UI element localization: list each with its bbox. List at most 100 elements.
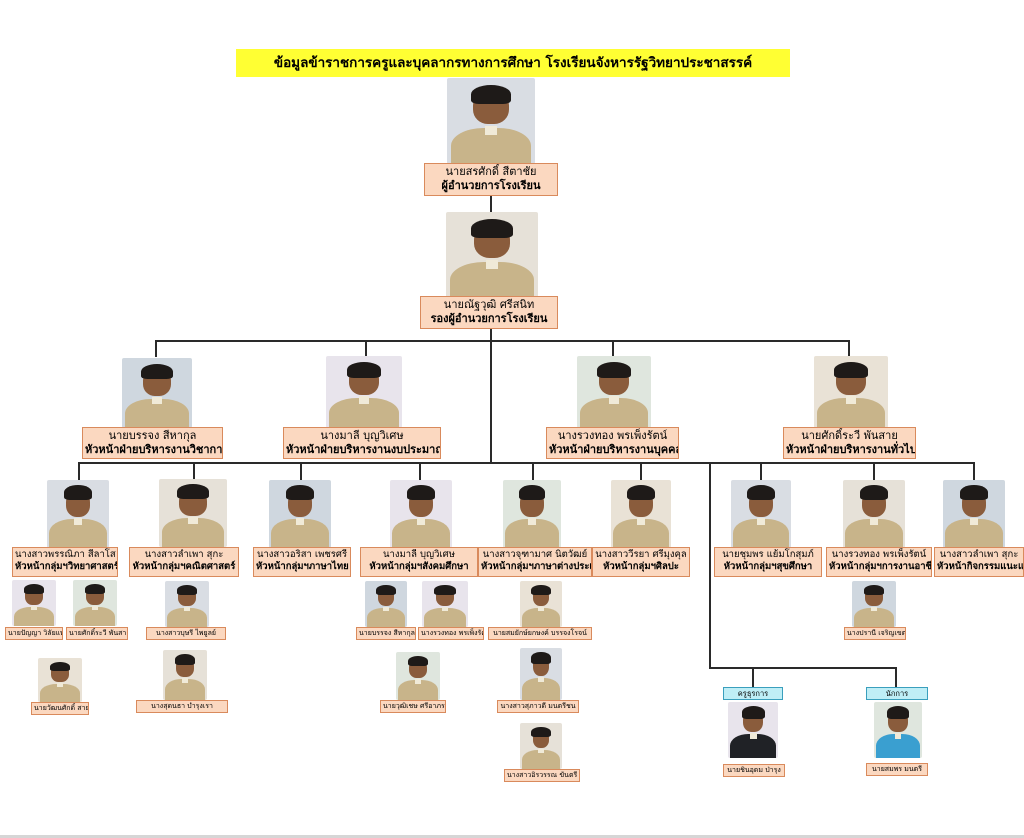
group-name: นางสาวลำเพา สุกะ — [144, 549, 224, 560]
group-role: หัวหน้ากลุ่มฯวิทยาศาสตร์ — [15, 561, 118, 572]
hair — [863, 584, 885, 595]
connector-line — [760, 462, 762, 480]
hair — [177, 484, 209, 500]
hair — [285, 485, 315, 501]
hair — [407, 655, 429, 667]
collar — [358, 396, 370, 404]
head-name: นางรวงทอง พรเพ็งรัตน์ — [557, 429, 668, 442]
member-label: นางรวงทอง พรเพ็งรัตน์ — [418, 627, 484, 640]
deputy-role: รองผู้อำนวยการโรงเรียน — [430, 312, 548, 325]
group-photo-arts — [611, 480, 671, 548]
group-role: หัวหน้ากลุ่มฯคณิตศาสตร์ — [132, 561, 236, 572]
collar — [56, 682, 64, 688]
bottom-rule — [0, 835, 1024, 838]
group-role: หัวหน้ากลุ่มฯสุขศึกษา — [723, 561, 813, 572]
head-role: หัวหน้าฝ่ายบริหารงานบุคคล — [549, 443, 679, 456]
deputy-label: นายณัฐวุฒิ ศรีสนิท รองผู้อำนวยการโรงเรีย… — [420, 296, 558, 329]
member-photo — [73, 580, 117, 626]
uniform — [521, 749, 561, 769]
collar — [416, 518, 426, 525]
collar — [152, 397, 162, 405]
director-photo — [447, 78, 535, 164]
head-name: นายบรรจง สีหากุล — [108, 429, 197, 442]
member-photo — [38, 658, 82, 702]
hair — [406, 485, 436, 501]
member-photo — [12, 580, 56, 626]
group-name: นางสาวอริสา เพชรศรี — [256, 549, 348, 560]
deputy-photo — [446, 212, 538, 298]
uniform — [13, 606, 55, 626]
member-label: นายวัฒนศักดิ์ สายคำ — [31, 702, 89, 715]
connector-line — [365, 340, 367, 357]
connector-line — [155, 340, 157, 357]
member-photo — [874, 702, 922, 758]
chart-title: ข้อมูลข้าราชการครูและบุคลากรทางการศึกษา … — [236, 49, 790, 77]
group-name: นางสาวจุฑามาศ นิตวัฒย์ — [482, 549, 588, 560]
hair — [434, 584, 456, 595]
member-label: นางสาวอิรวรรณ ขันตรี — [504, 769, 580, 782]
member-label: นายบรรจง สีหากุล — [356, 627, 416, 640]
collar — [869, 518, 879, 525]
head-label-budget: นางมาลี บุญวิเศษ หัวหน้าฝ่ายบริหารงานงบป… — [283, 427, 441, 459]
member-label: นางสาวบุษรี ไพยูลย์ — [146, 627, 226, 640]
group-role: หัวหน้ากลุ่มฯภาษาไทย — [256, 561, 349, 572]
hair — [176, 584, 198, 595]
head-role: หัวหน้าฝ่ายบริหารงานงบประมาณ — [286, 443, 441, 456]
uniform — [521, 678, 561, 700]
connector-line — [532, 462, 534, 480]
member-label: นายศักดิ์ระวี พันสาย — [66, 627, 128, 640]
connector-line — [612, 340, 614, 357]
member-photo — [520, 648, 562, 700]
hair — [49, 661, 71, 672]
collar — [91, 605, 99, 611]
hair — [376, 584, 396, 595]
hair — [741, 706, 765, 719]
collar — [538, 748, 544, 754]
group-label-career: นางรวงทอง พรเพ็งรัตน์ หัวหน้ากลุ่มฯการงา… — [826, 547, 932, 577]
connector-line — [752, 667, 754, 687]
uniform — [39, 683, 81, 702]
collar — [414, 678, 422, 684]
collar — [608, 396, 620, 404]
uniform — [74, 606, 116, 626]
uniform — [166, 607, 208, 627]
group-role: หัวหน้ากิจกรรมแนะแนว — [937, 561, 1024, 572]
member-photo — [520, 723, 562, 769]
group-name: นางสาวพรรณิภา สีลาโส — [15, 549, 116, 560]
member-photo — [422, 581, 468, 627]
collar — [538, 606, 544, 612]
connector-line — [78, 462, 80, 480]
uniform — [875, 734, 921, 758]
collar — [749, 733, 757, 739]
member-label: นายสมพร มนตรี — [866, 763, 928, 776]
connector-line — [193, 462, 195, 480]
collar — [188, 517, 198, 524]
connector-line — [848, 340, 850, 357]
collar — [845, 396, 857, 404]
collar — [538, 677, 544, 683]
group-photo-math — [159, 479, 227, 547]
group-label-guidance: นางสาวลำเพา สุกะ หัวหน้ากิจกรรมแนะแนว — [934, 547, 1024, 577]
head-role: หัวหน้าฝ่ายบริหารงานวิชาการ — [85, 443, 223, 456]
director-label: นายสรศักดิ์ สีตาชัย ผู้อำนวยการโรงเรียน — [424, 163, 558, 196]
member-photo — [520, 581, 562, 627]
head-label-general: นายศักดิ์ระวี พันสาย หัวหน้าฝ่ายบริหารงา… — [783, 427, 916, 459]
head-label-personnel: นางรวงทอง พรเพ็งรัตน์ หัวหน้าฝ่ายบริหารง… — [546, 427, 679, 459]
hair — [531, 652, 551, 664]
hair — [747, 485, 775, 501]
group-name: นางรวงทอง พรเพ็งรัตน์ — [831, 549, 927, 560]
head-photo-budget — [326, 356, 402, 428]
connector-line — [873, 462, 875, 480]
connector-line — [490, 328, 492, 463]
collar — [894, 733, 902, 739]
group-label-foreign-language: นางสาวจุฑามาศ นิตวัฒย์ หัวหน้ากลุ่มฯภาษา… — [478, 547, 592, 577]
support-tag-janitor: นักการ — [866, 687, 928, 700]
member-label: นางสาวสุภาวดี มนตรีชน — [497, 700, 579, 713]
uniform — [423, 607, 467, 627]
hair — [346, 361, 382, 378]
collar — [485, 260, 499, 269]
hair — [959, 485, 989, 501]
hair — [140, 363, 174, 379]
group-label-math: นางสาวลำเพา สุกะ หัวหน้ากลุ่มฯคณิตศาสตร์ — [129, 547, 239, 577]
